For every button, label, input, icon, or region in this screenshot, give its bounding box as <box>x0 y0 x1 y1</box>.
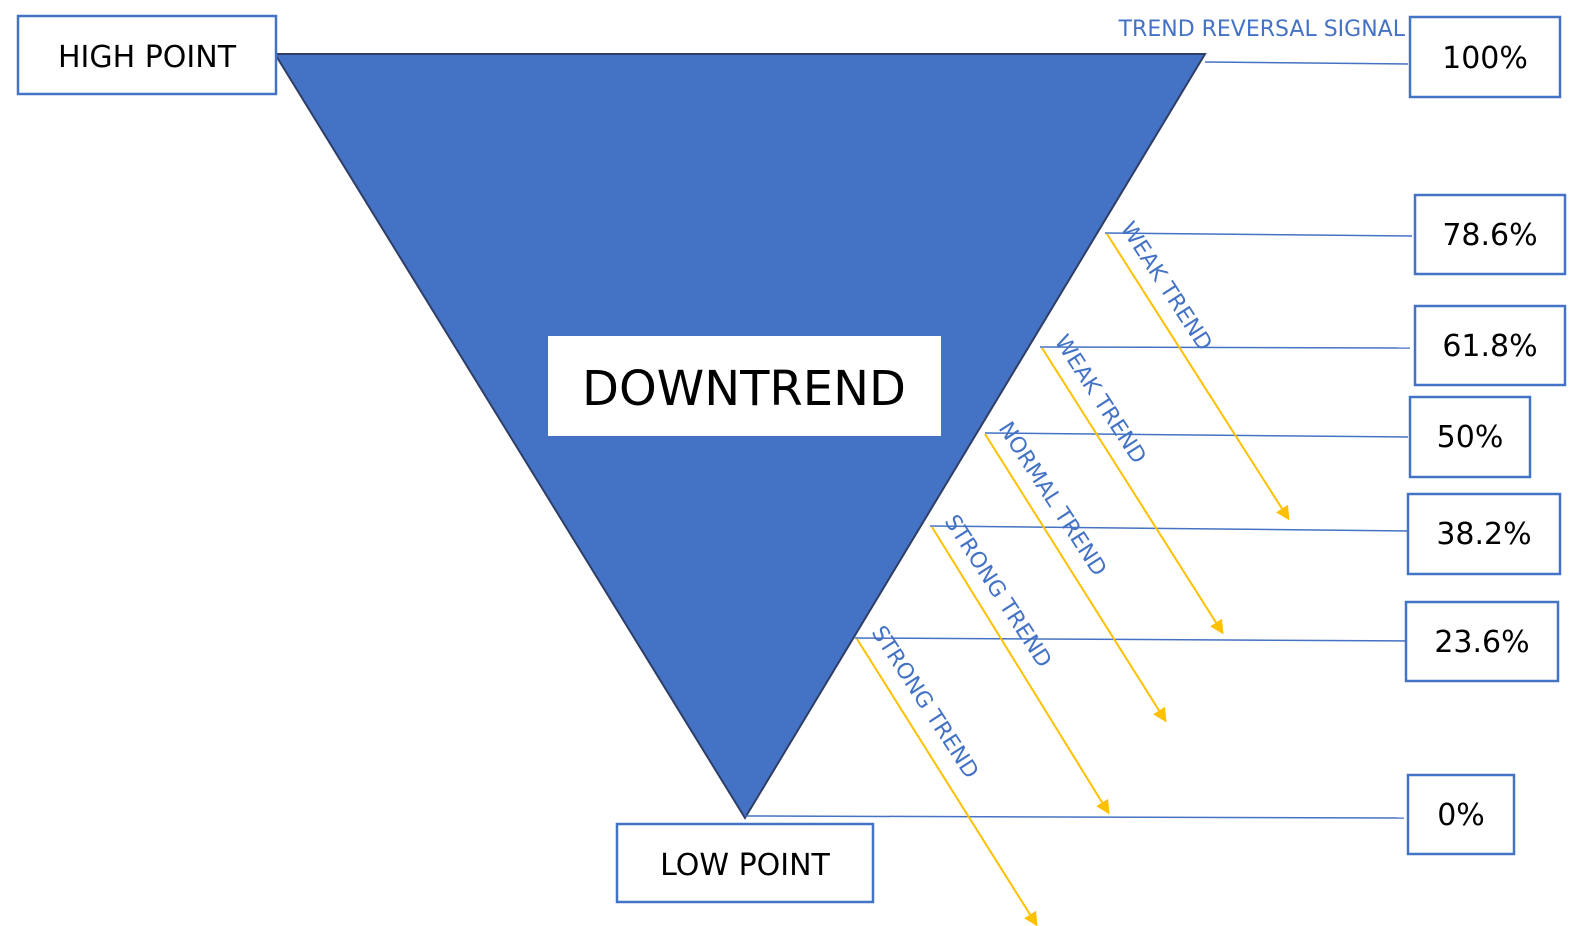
trend-label-weak-1: WEAK TREND <box>1115 218 1217 356</box>
level-line-382 <box>929 525 1413 532</box>
trend-label-normal: NORMAL TREND <box>993 418 1111 581</box>
trend-label-strong-2: STRONG TREND <box>866 622 983 784</box>
level-box-382 <box>1406 492 1562 576</box>
level-value-100: 100% <box>1442 41 1528 76</box>
center-label-box <box>548 336 941 436</box>
level-box-618 <box>1413 304 1567 387</box>
level-box-0 <box>1406 773 1516 856</box>
level-line-0 <box>744 815 1405 819</box>
low-point-label: LOW POINT <box>660 848 830 883</box>
level-value-50: 50% <box>1437 420 1504 455</box>
level-value-236: 23.6% <box>1434 625 1529 660</box>
trend-arrow-strong-2 <box>856 638 1038 926</box>
level-value-786: 78.6% <box>1442 218 1537 253</box>
level-box-50 <box>1408 395 1532 479</box>
level-line-786 <box>1104 232 1413 237</box>
center-label: DOWNTREND <box>582 361 906 417</box>
level-value-0: 0% <box>1437 798 1485 833</box>
level-line-100 <box>1204 61 1409 65</box>
level-box-786 <box>1413 193 1567 276</box>
trend-arrow-normal <box>984 433 1167 723</box>
level-value-618: 61.8% <box>1442 329 1537 364</box>
level-box-236 <box>1404 600 1560 683</box>
level-line-618 <box>1039 346 1411 349</box>
level-value-382: 38.2% <box>1436 517 1531 552</box>
level-box-100 <box>1408 15 1562 99</box>
level-line-236 <box>854 637 1411 642</box>
trend-label-weak-2: WEAK TREND <box>1049 331 1151 469</box>
level-line-50 <box>984 432 1409 438</box>
trend-arrow-weak-2 <box>1041 347 1224 635</box>
high-point-box <box>16 14 278 96</box>
trend-label-strong-1: STRONG TREND <box>939 511 1056 673</box>
high-point-label: HIGH POINT <box>58 40 237 75</box>
low-point-box <box>615 822 875 904</box>
trend-arrow-weak-1 <box>1106 233 1290 521</box>
trend-arrow-strong-1 <box>931 526 1110 815</box>
reversal-signal-label: TREND REVERSAL SIGNAL <box>1118 17 1406 42</box>
